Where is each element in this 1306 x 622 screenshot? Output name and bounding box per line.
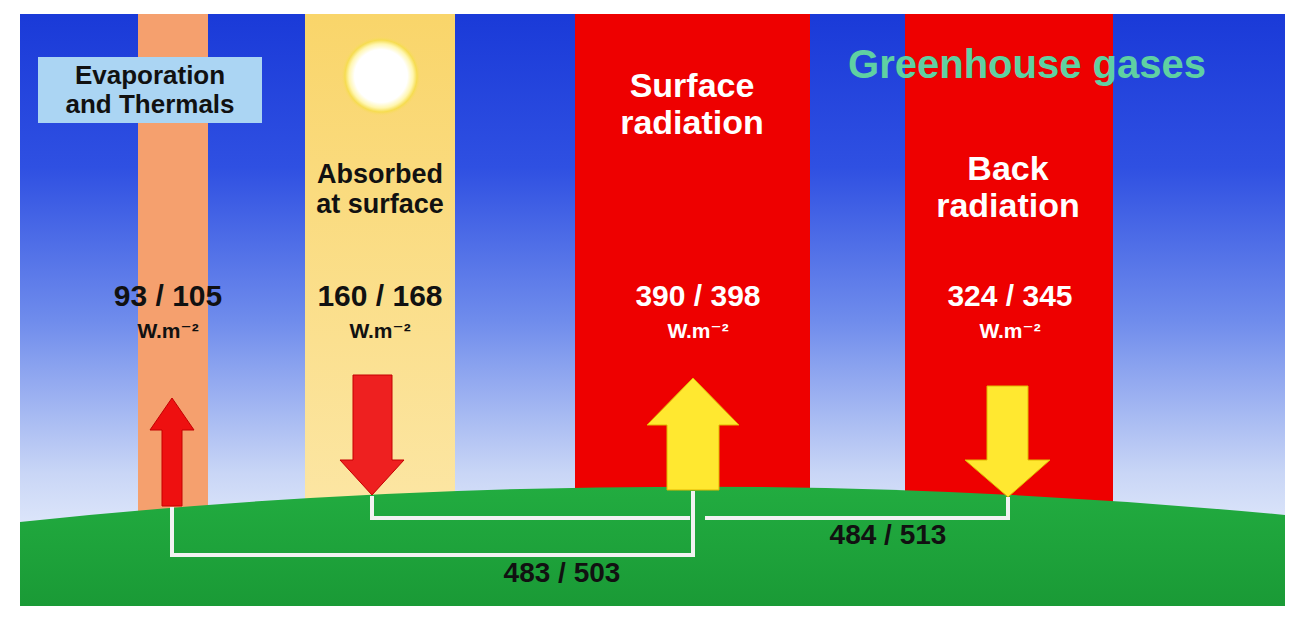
back-radiation-band (905, 14, 1113, 514)
surface-radiation-band (575, 14, 810, 514)
flux-band: Absorbed at surface 160 / 168W.m⁻² (305, 14, 455, 496)
sum-bracket (172, 491, 693, 555)
absorbed-band (305, 14, 455, 514)
flux-value: 390 / 398 (635, 279, 760, 312)
sum-value: 484 / 513 (830, 520, 947, 551)
column-heading: Back radiation (913, 150, 1103, 225)
flux-band: Back radiation 324 / 345W.m⁻² (905, 14, 1113, 496)
region-label: Greenhouse gases (848, 42, 1206, 86)
column-heading: Absorbed at surface (310, 160, 450, 219)
flux-arrow (150, 398, 194, 506)
unit-label: W.m⁻² (137, 319, 198, 342)
heading-box: Evaporation and Thermals (38, 57, 262, 122)
flux-value: 324 / 345 (947, 279, 1072, 312)
ground (20, 487, 1285, 606)
sum-bracket (372, 496, 690, 518)
unit-label: W.m⁻² (667, 319, 728, 342)
column-heading: Surface radiation (592, 67, 792, 142)
sum-value: 483 / 503 (504, 558, 621, 589)
flux-arrow (340, 375, 404, 495)
sun-symbol (341, 36, 421, 116)
column-heading: Evaporation and Thermals (60, 61, 240, 118)
flux-band: Surface radiation 390 / 398W.m⁻² (575, 14, 810, 490)
unit-label: W.m⁻² (979, 319, 1040, 342)
flux-value: 93 / 105 (114, 279, 222, 312)
flux-arrow (647, 378, 739, 490)
unit-label: W.m⁻² (349, 319, 410, 342)
sum-bracket (705, 497, 1008, 518)
sky (20, 14, 1285, 534)
flux-value: 160 / 168 (317, 279, 442, 312)
flux-arrow (965, 386, 1050, 497)
